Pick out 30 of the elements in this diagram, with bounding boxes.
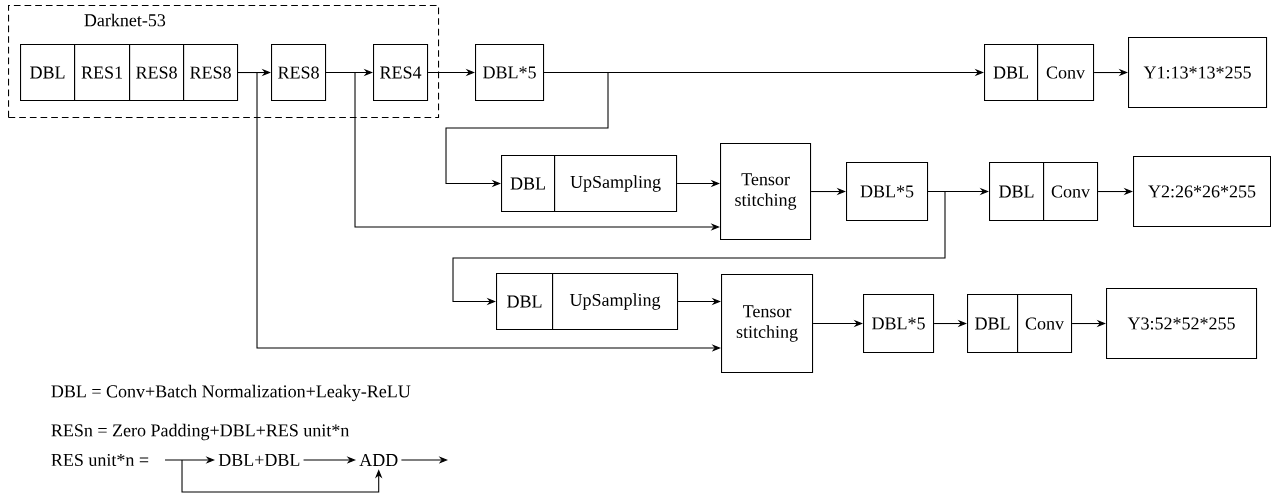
layer-box: DBL	[496, 273, 554, 331]
definition-text: DBL = Conv+Batch Normalization+Leaky-ReLU	[51, 384, 411, 402]
layer-box: DBL*5	[863, 294, 935, 354]
definition-text: RES unit*n =	[51, 453, 149, 467]
formula-text: DBL+DBL	[218, 454, 300, 466]
layer-box: DBL	[501, 155, 556, 213]
layer-box: Tensor stitching	[720, 143, 812, 241]
group-title: Darknet-53	[84, 13, 166, 27]
layer-box: RES8	[271, 44, 327, 102]
definition-text: RESn = Zero Padding+DBL+RES unit*n	[51, 423, 350, 441]
layer-box: Tensor stitching	[721, 274, 814, 374]
layer-box: DBL	[989, 162, 1045, 222]
layer-box: DBL*5	[475, 44, 545, 102]
layer-box: RES4	[373, 44, 429, 102]
output-box: Y3:52*52*255	[1106, 288, 1258, 360]
layer-box: UpSampling	[554, 155, 678, 213]
layer-box: Conv	[1043, 162, 1099, 222]
layer-box: DBL	[984, 44, 1039, 102]
layer-box: UpSampling	[552, 273, 679, 331]
layer-box: RES8	[129, 44, 185, 102]
layer-box: DBL	[967, 294, 1019, 354]
layer-box: DBL*5	[846, 162, 929, 222]
layer-box: RES8	[183, 44, 239, 102]
output-box: Y1:13*13*255	[1128, 37, 1268, 109]
layer-box: Conv	[1037, 44, 1095, 102]
layer-box: RES1	[74, 44, 131, 102]
layer-box: Conv	[1017, 294, 1073, 354]
formula-text: ADD	[359, 454, 398, 466]
layer-box: DBL	[20, 44, 76, 102]
output-box: Y2:26*26*255	[1133, 156, 1271, 228]
